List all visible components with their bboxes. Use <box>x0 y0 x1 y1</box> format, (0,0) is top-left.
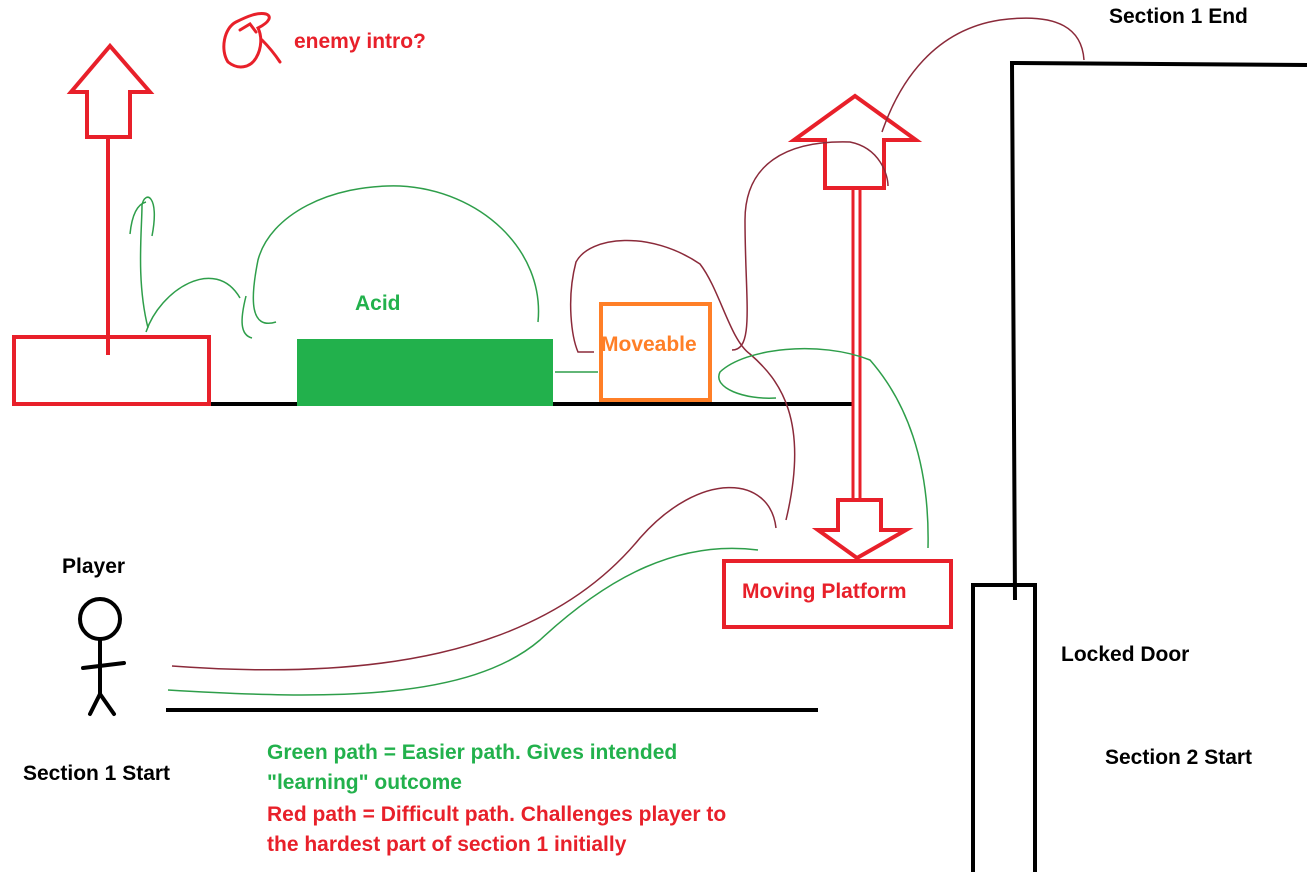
enemy-doodle-icon <box>222 12 282 69</box>
moving-platform-label: Moving Platform <box>742 580 907 603</box>
moveable-block <box>599 302 712 402</box>
locked-door-label: Locked Door <box>1061 643 1190 666</box>
section1-end-label: Section 1 End <box>1109 5 1248 28</box>
red-legend-line2: the hardest part of section 1 initially <box>267 833 627 856</box>
acid-pool <box>297 339 553 406</box>
moving-platform <box>722 559 953 629</box>
green-legend-line2: "learning" outcome <box>267 771 462 794</box>
enemy-intro-label: enemy intro? <box>294 30 426 53</box>
green-legend-line1: Green path = Easier path. Gives intended <box>267 741 678 764</box>
red-path <box>171 17 1085 671</box>
section1-start-label: Section 1 Start <box>23 762 171 785</box>
section2-start-label: Section 2 Start <box>1105 746 1253 769</box>
acid-label: Acid <box>355 292 401 315</box>
player-label: Player <box>62 555 126 578</box>
player-figure-icon <box>78 597 126 716</box>
moveable-label: Moveable <box>601 333 697 356</box>
left-ledge <box>12 335 211 406</box>
red-legend-line1: Red path = Difficult path. Challenges pl… <box>267 803 727 826</box>
green-path <box>129 185 929 696</box>
locked-door-frame <box>971 583 1037 872</box>
left-up-arrow-icon <box>66 42 155 139</box>
platform-up-arrow-icon <box>787 93 923 190</box>
section-wall <box>1009 60 1308 601</box>
platform-down-arrow-icon <box>811 498 914 561</box>
